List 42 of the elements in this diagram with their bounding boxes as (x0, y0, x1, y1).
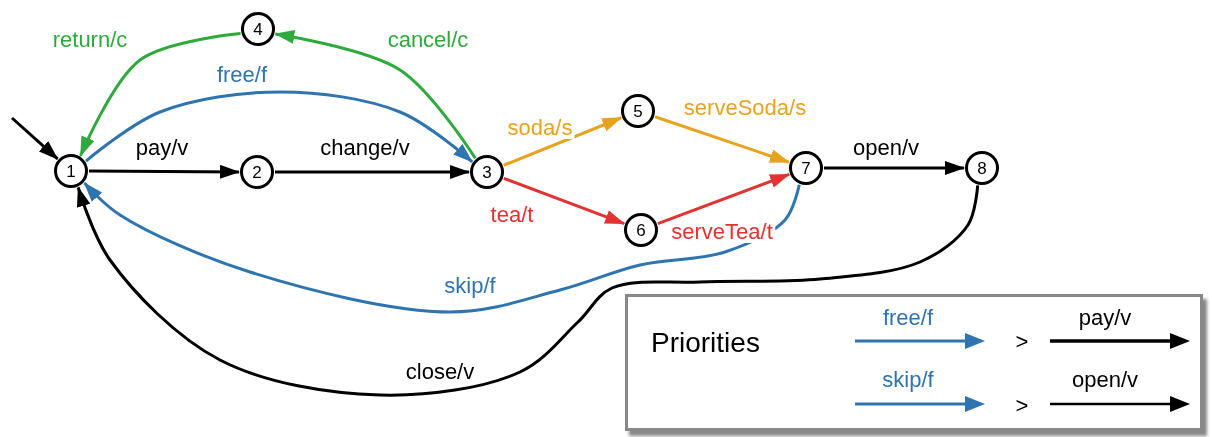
state-number: 7 (801, 159, 811, 177)
arrow (657, 172, 791, 226)
state-circle (240, 155, 274, 189)
state-number: 5 (633, 102, 643, 120)
edge-label: serveTea/t (669, 221, 775, 243)
edge-label: soda/s (505, 117, 575, 139)
edge-label: change/v (318, 137, 412, 159)
state-number: 8 (977, 159, 987, 177)
arrow (654, 115, 790, 164)
priority-label: pay/v (1078, 307, 1132, 329)
arrow (83, 182, 801, 314)
edge-label: skip/f (442, 275, 498, 297)
arrow (824, 161, 965, 175)
state-number: 4 (253, 20, 263, 38)
state-number: 1 (66, 162, 76, 180)
arrow (274, 30, 477, 160)
state-number: 2 (252, 163, 262, 181)
arrow (76, 185, 980, 397)
arrow (503, 116, 623, 167)
arrow (275, 165, 470, 179)
state-circle (470, 155, 504, 189)
priorities-panel (625, 294, 1203, 431)
state-circle (241, 12, 275, 46)
arrow (85, 90, 474, 163)
priority-label: skip/f (882, 369, 934, 391)
arrow (79, 32, 241, 157)
state-number: 6 (636, 221, 646, 239)
state-circle (965, 151, 999, 185)
state-circle (789, 151, 823, 185)
priority-label: open/v (1071, 369, 1139, 391)
state-number: 3 (482, 163, 492, 181)
greater-than-sign: > (1015, 331, 1029, 353)
arrow (11, 116, 59, 161)
state-circle (621, 94, 655, 128)
state-circle (624, 213, 658, 247)
arrow (89, 164, 240, 179)
arrow (503, 176, 626, 226)
edge-label: open/v (850, 137, 922, 159)
priority-label: free/f (882, 307, 934, 329)
panel-title: Priorities (651, 329, 760, 357)
state-circle (54, 154, 88, 188)
greater-than-sign: > (1015, 395, 1029, 417)
